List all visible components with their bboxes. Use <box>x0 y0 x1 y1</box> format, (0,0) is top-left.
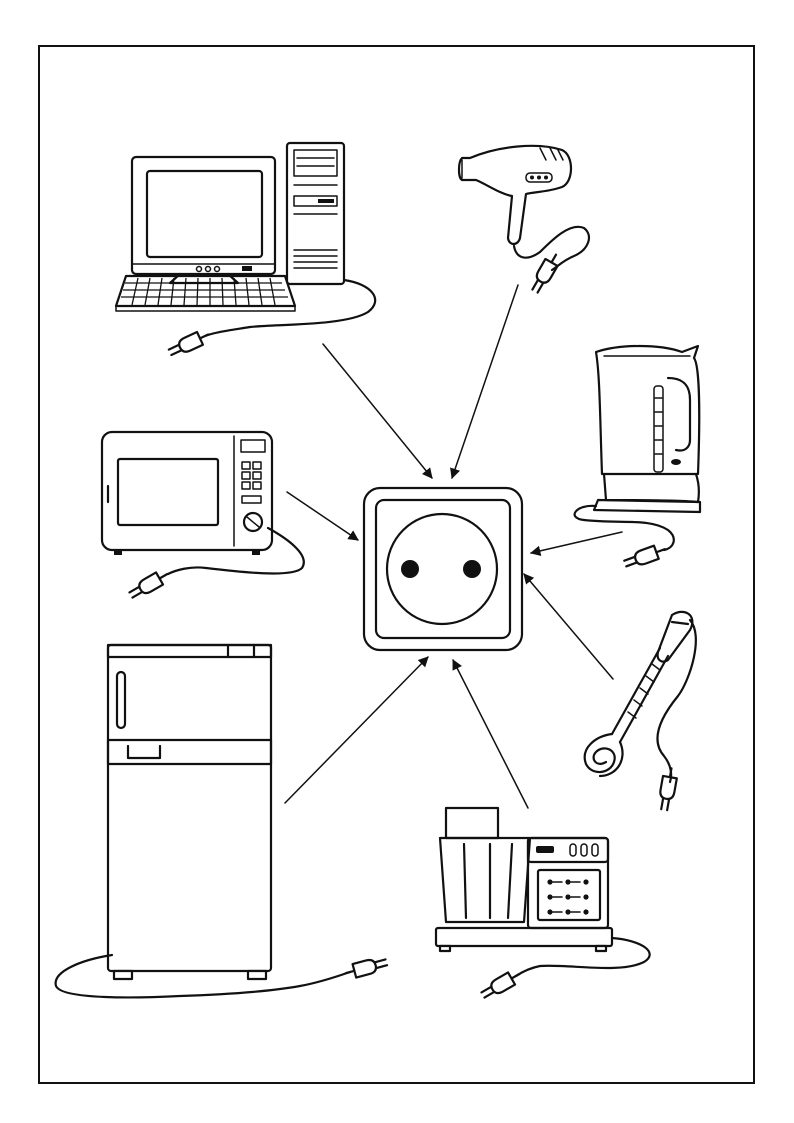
arrow-immersion-heater <box>523 573 614 680</box>
electric-kettle-icon <box>573 344 702 572</box>
hair-dryer-icon <box>457 144 591 296</box>
immersion-heater-icon <box>583 610 697 812</box>
page-border <box>38 45 755 1084</box>
refrigerator-icon <box>54 643 390 999</box>
arrow-hair-dryer <box>450 284 519 479</box>
arrow-refrigerator <box>284 656 429 804</box>
microwave-oven-icon <box>100 430 305 603</box>
food-processor-icon <box>434 806 651 1003</box>
power-outlet-icon <box>362 486 524 652</box>
arrow-microwave <box>286 491 359 541</box>
arrow-kettle <box>529 531 623 556</box>
connection-arrows <box>284 284 623 809</box>
arrow-food-processor <box>452 659 529 809</box>
desktop-computer-icon <box>114 141 377 360</box>
arrow-computer <box>322 343 433 479</box>
